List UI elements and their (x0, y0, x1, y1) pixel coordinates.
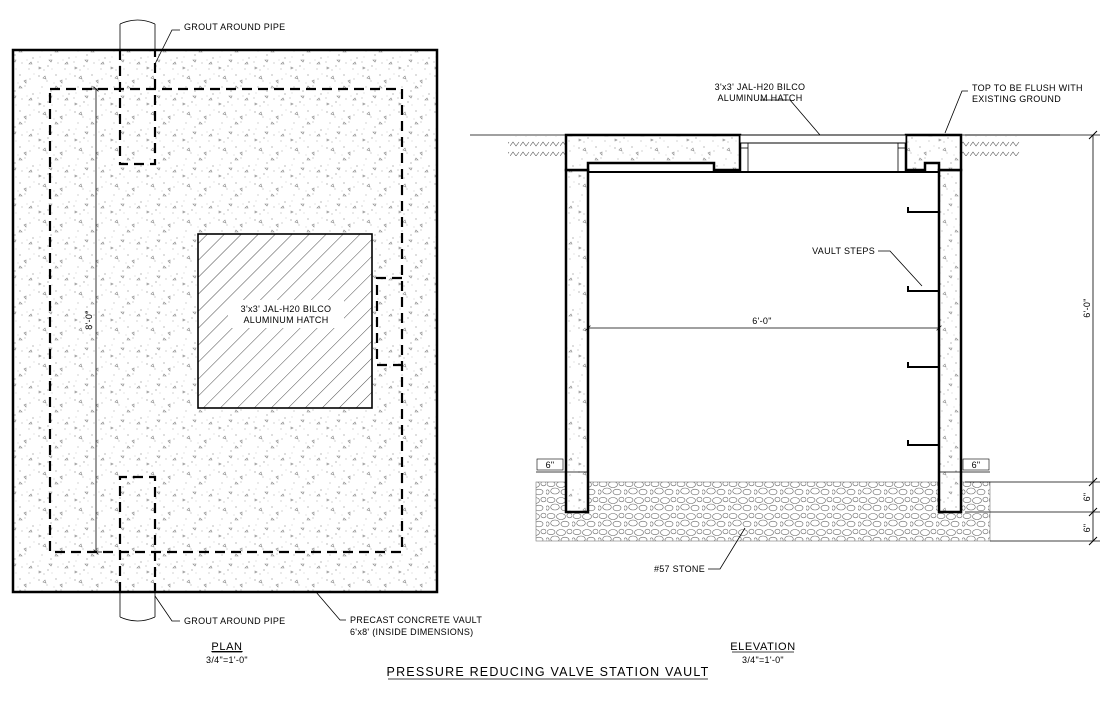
plan-hatch-label-2: ALUMINUM HATCH (243, 315, 328, 325)
elevation-width-dimension: 6'-0" (585, 316, 942, 331)
elevation-height-dimension: 6'-0" 6" 6" (965, 130, 1100, 546)
elevation-width-dimension-label: 6'-0" (752, 316, 771, 326)
elevation-stone-dimension-label: 6" (1082, 524, 1092, 533)
elevation-top-slab-left (564, 133, 742, 172)
plan-length-dimension: 8'-0" (84, 86, 102, 555)
plan-length-dimension-label: 8'-0" (84, 310, 94, 329)
elevation-hatch-label-2: ALUMINUM HATCH (717, 93, 802, 103)
elevation-view: 6'-0" 6'-0" 6" 6" 6" (470, 82, 1100, 665)
elevation-hatch-label-1: 3'x3' JAL-H20 BILCO (715, 82, 806, 92)
plan-inside-vault-outline (48, 87, 404, 554)
elevation-left-wall-dimension: 6" (536, 458, 589, 482)
pipe-bottom (119, 592, 156, 622)
elevation-slab-dimension-label: 6" (1082, 493, 1092, 502)
elevation-stone-leader: #57 STONE (654, 527, 746, 574)
pipe-top (119, 19, 156, 50)
elevation-stone-label: #57 STONE (654, 564, 705, 574)
plan-scale: 3/4"=1'-0" (206, 655, 248, 665)
plan-title: PLAN (211, 641, 242, 653)
elevation-ground (470, 134, 1060, 156)
elevation-left-wall-dimension-label: 6" (546, 460, 555, 470)
elevation-vault-steps-leader: VAULT STEPS (812, 246, 923, 287)
pipe-bottom-embedded (118, 475, 157, 592)
plan-grout-bottom-label: GROUT AROUND PIPE (184, 616, 285, 626)
elevation-top-flush-label-2: EXISTING GROUND (972, 94, 1061, 104)
plan-vault-label-1: PRECAST CONCRETE VAULT (350, 615, 482, 625)
pipe-top-embedded (118, 50, 157, 166)
plan-side-opening (375, 276, 402, 367)
plan-grout-bottom-leader: GROUT AROUND PIPE (154, 595, 285, 626)
plan-vault-leader: PRECAST CONCRETE VAULT 6'x8' (INSIDE DIM… (315, 591, 482, 637)
elevation-right-wall-dimension-label: 6" (972, 460, 981, 470)
elevation-stone-base (535, 481, 991, 542)
elevation-left-wall (564, 168, 590, 514)
plan-view: 3'x3' JAL-H20 BILCO ALUMINUM HATCH 8'-0"… (11, 19, 482, 665)
elevation-top-slab-right (904, 133, 963, 172)
elevation-scale: 3/4"=1'-0" (742, 655, 784, 665)
elevation-hatch-leader: 3'x3' JAL-H20 BILCO ALUMINUM HATCH (715, 82, 821, 136)
elevation-top-flush-label-1: TOP TO BE FLUSH WITH (972, 83, 1083, 93)
elevation-right-wall-dimension: 6" (938, 458, 990, 482)
elevation-right-wall (937, 168, 963, 514)
plan-hatch-label-1: 3'x3' JAL-H20 BILCO (241, 304, 332, 314)
plan-grout-top-label: GROUT AROUND PIPE (184, 22, 285, 32)
drawing-title: PRESSURE REDUCING VALVE STATION VAULT (387, 665, 710, 679)
plan-grout-top-leader: GROUT AROUND PIPE (154, 22, 285, 65)
elevation-vault-steps-label: VAULT STEPS (812, 246, 875, 256)
elevation-top-flush-leader: TOP TO BE FLUSH WITH EXISTING GROUND (944, 83, 1083, 134)
elevation-title: ELEVATION (730, 641, 796, 653)
elevation-height-dimension-label: 6'-0" (1082, 298, 1092, 317)
elevation-aluminum-hatch (739, 134, 907, 172)
plan-vault-label-2: 6'x8' (INSIDE DIMENSIONS) (350, 627, 473, 637)
elevation-vault-steps (907, 207, 939, 446)
